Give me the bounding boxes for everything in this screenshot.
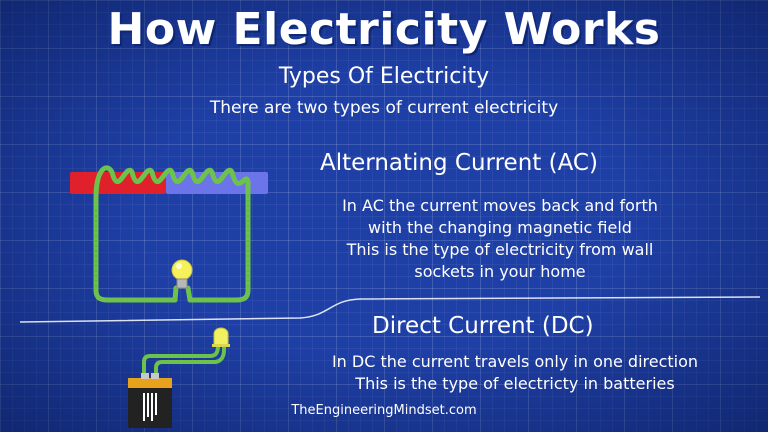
ac-line-4: sockets in your home — [414, 262, 586, 281]
footer-site: TheEngineeringMindset.com — [291, 403, 477, 418]
light-bulb-icon — [171, 259, 193, 289]
led-icon — [212, 327, 230, 347]
dc-line-2: This is the type of electricty in batter… — [355, 374, 675, 393]
dc-circuit-illustration — [142, 344, 226, 380]
ac-line-1: In AC the current moves back and forth — [342, 196, 658, 215]
page-title: How Electricity Works — [107, 4, 661, 55]
page-subtitle: Types Of Electricity — [278, 64, 490, 89]
ac-circuit-illustration — [93, 165, 251, 303]
intro-text: There are two types of current electrici… — [209, 98, 559, 118]
battery-icon — [128, 373, 172, 428]
dc-heading: Direct Current (DC) — [372, 313, 594, 339]
dc-line-1: In DC the current travels only in one di… — [331, 352, 699, 371]
ac-heading: Alternating Current (AC) — [320, 150, 598, 176]
section-divider — [19, 296, 761, 323]
ac-line-3: This is the type of electricity from wal… — [346, 240, 654, 259]
ac-line-2: with the changing magnetic field — [368, 218, 632, 237]
